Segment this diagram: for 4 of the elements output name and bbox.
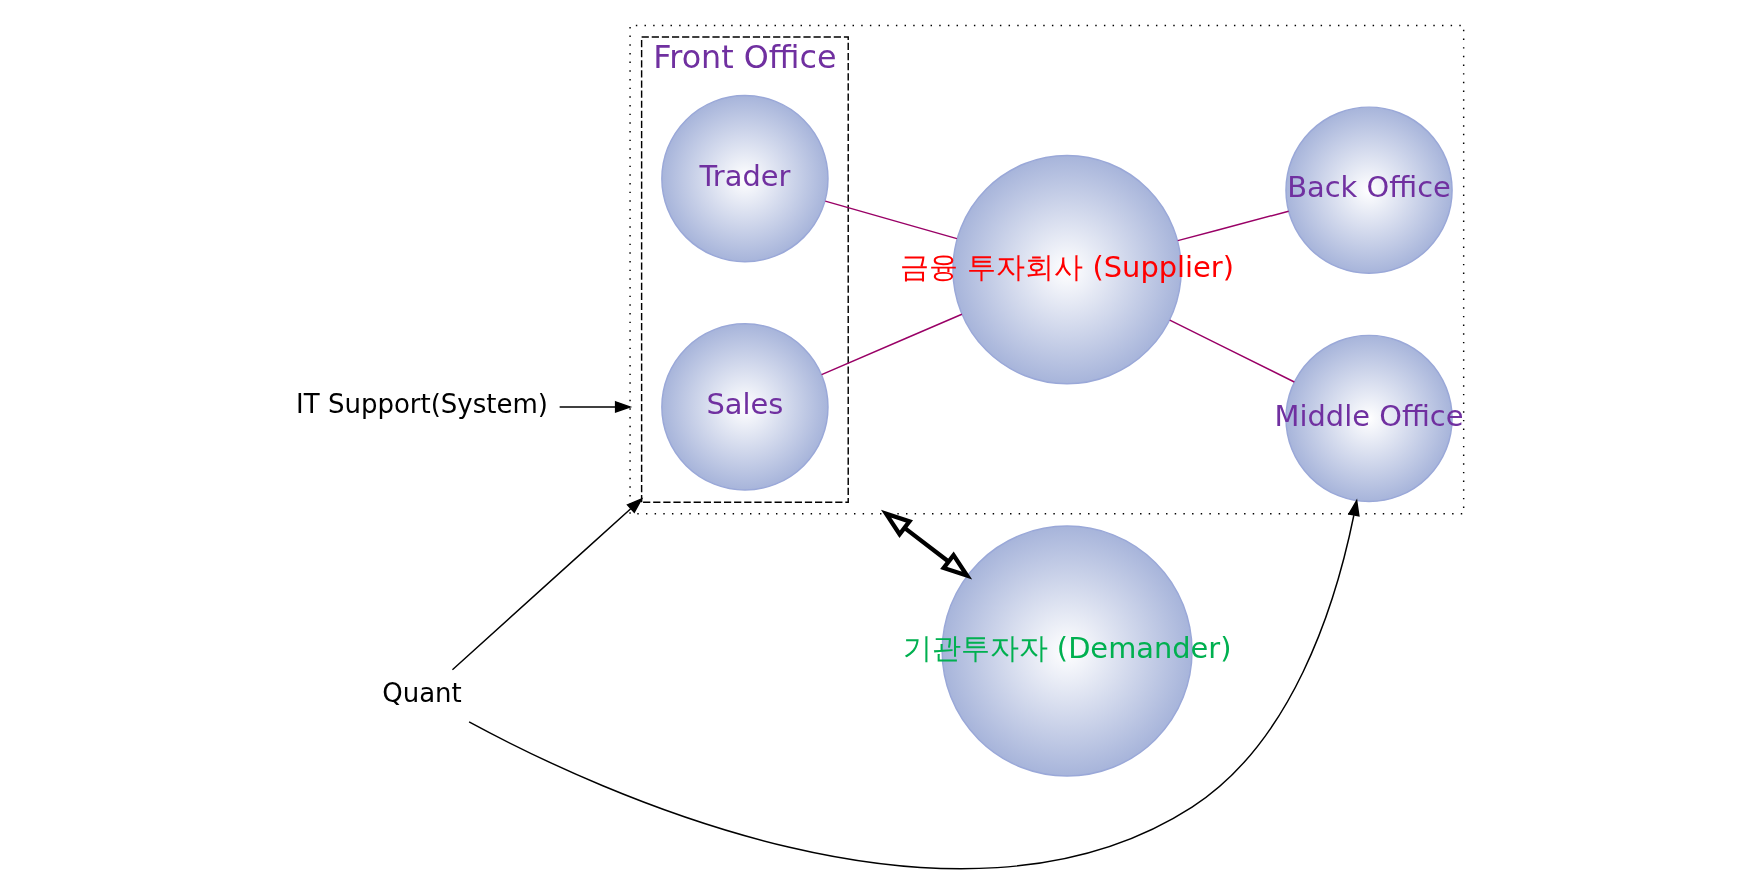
node-text: Quant [382,678,462,709]
node-text: IT Support(System) [296,389,548,420]
node-label: 기관투자자 (Demander) [902,631,1232,666]
node-label: 금융 투자회사 (Supplier) [900,249,1235,284]
